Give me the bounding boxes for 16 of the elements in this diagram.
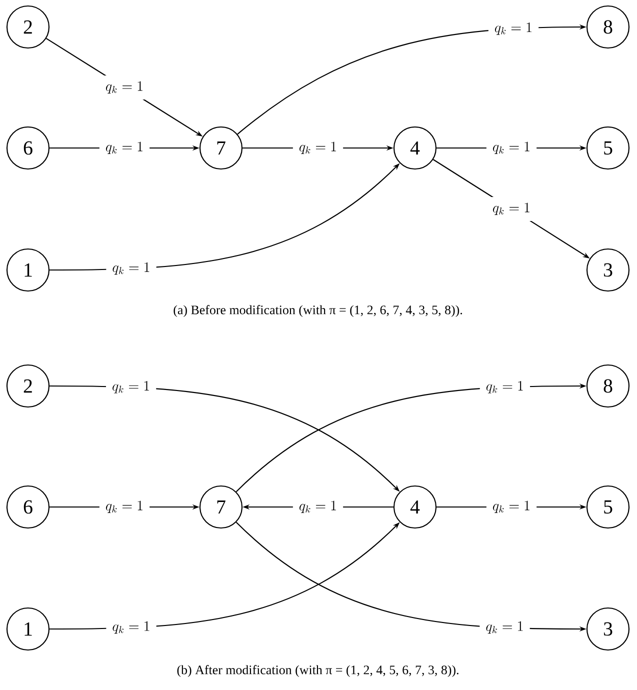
- edge-label: $q_k = 1$: [106, 256, 156, 281]
- caption: (b) After modification (with π = (1, 2, 4, 5, 6, 7, 3, 8)).: [177, 665, 458, 677]
- edge-label: $q_k = 1$: [99, 75, 150, 100]
- edge-label: $q_k = 1$: [480, 375, 530, 400]
- edge-label: $q_k = 1$: [99, 494, 150, 519]
- edge-label: $q_k = 1$: [480, 616, 530, 640]
- edge-label: $q_k = 1$: [486, 136, 537, 160]
- edge-label: $q_k = 1$: [99, 136, 150, 160]
- caption: (a) Before modification (with π = (1, 2, 6, 7, 4, 3, 5, 8)).: [174, 305, 462, 317]
- edge-label: $q_k = 1$: [106, 616, 156, 640]
- edge-label: $q_k = 1$: [486, 494, 537, 519]
- edge-label: $q_k = 1$: [486, 196, 537, 222]
- edge-label: $q_k = 1$: [292, 494, 344, 519]
- edge-label: $q_k = 1$: [488, 16, 539, 41]
- edge-label: $q_k = 1$: [106, 375, 156, 400]
- edge-label: $q_k = 1$: [292, 136, 344, 160]
